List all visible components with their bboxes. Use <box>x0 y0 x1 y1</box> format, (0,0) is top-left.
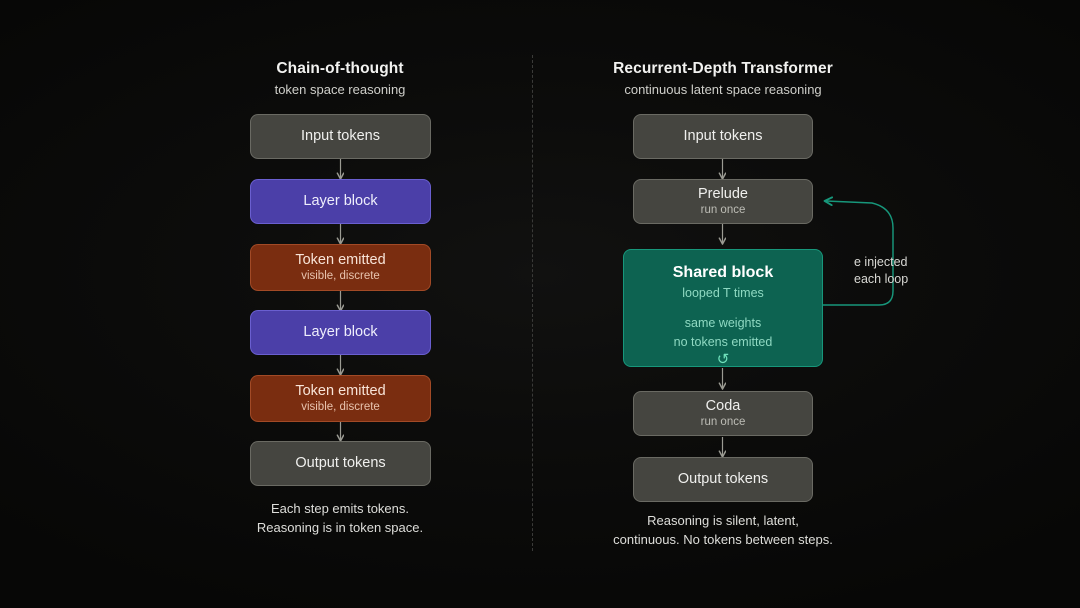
right-caption-line-2: continuous. No tokens between steps. <box>613 531 833 547</box>
node-left-layer-block-2[interactable]: Layer block <box>250 310 431 355</box>
node-label: Input tokens <box>683 127 763 144</box>
node-sublabel: run once <box>700 415 746 428</box>
node-sublabel: visible, discrete <box>301 269 380 282</box>
left-column-title: Chain-of-thought <box>276 60 404 77</box>
node-label: Output tokens <box>677 470 769 487</box>
node-left-token-emitted-2[interactable]: Token emitted visible, discrete <box>250 375 431 422</box>
node-sublabel: run once <box>700 203 746 216</box>
node-left-token-emitted-1[interactable]: Token emitted visible, discrete <box>250 244 431 291</box>
node-right-coda[interactable]: Coda run once <box>633 391 813 436</box>
node-label: Prelude <box>698 185 748 202</box>
node-label: Output tokens <box>295 454 386 471</box>
loop-annotation: e injected each loop <box>854 254 908 288</box>
right-column-title: Recurrent-Depth Transformer <box>613 60 833 77</box>
node-right-output-tokens[interactable]: Output tokens <box>633 457 813 502</box>
node-sublabel: visible, discrete <box>301 400 380 413</box>
shared-block-meta-1: same weights <box>684 315 762 330</box>
node-label: Token emitted <box>295 251 386 268</box>
left-caption-line-1: Each step emits tokens. <box>270 501 409 516</box>
shared-block-heading: Shared block <box>672 263 774 281</box>
node-label: Layer block <box>303 323 378 340</box>
node-left-input-tokens[interactable]: Input tokens <box>250 114 431 159</box>
loop-annotation-line-1: e injected <box>854 255 908 269</box>
node-right-prelude[interactable]: Prelude run once <box>633 179 813 224</box>
shared-block-sub: looped T times <box>682 285 764 300</box>
left-column-caption: Each step emits tokens. Reasoning is in … <box>190 500 490 538</box>
shared-block-meta-2: no tokens emitted <box>673 335 773 350</box>
loop-refresh-icon: ↺ <box>716 351 730 368</box>
recurrent-loop-path <box>822 201 894 306</box>
node-left-output-tokens[interactable]: Output tokens <box>250 441 431 486</box>
right-column-caption: Reasoning is silent, latent, continuous.… <box>573 512 873 550</box>
node-label: Token emitted <box>295 382 386 399</box>
node-label: Coda <box>705 397 741 414</box>
node-right-input-tokens[interactable]: Input tokens <box>633 114 813 159</box>
left-column-subtitle: token space reasoning <box>274 82 406 97</box>
right-column-subtitle: continuous latent space reasoning <box>624 82 822 97</box>
node-left-layer-block-1[interactable]: Layer block <box>250 179 431 224</box>
node-label: Input tokens <box>301 127 380 144</box>
node-right-shared-block[interactable]: Shared block looped T times same weights… <box>623 249 823 367</box>
left-caption-line-2: Reasoning is in token space. <box>256 519 424 535</box>
column-divider <box>532 55 533 551</box>
loop-annotation-line-2: each loop <box>854 271 909 286</box>
right-caption-line-1: Reasoning is silent, latent, <box>647 513 799 528</box>
node-label: Layer block <box>303 192 378 209</box>
